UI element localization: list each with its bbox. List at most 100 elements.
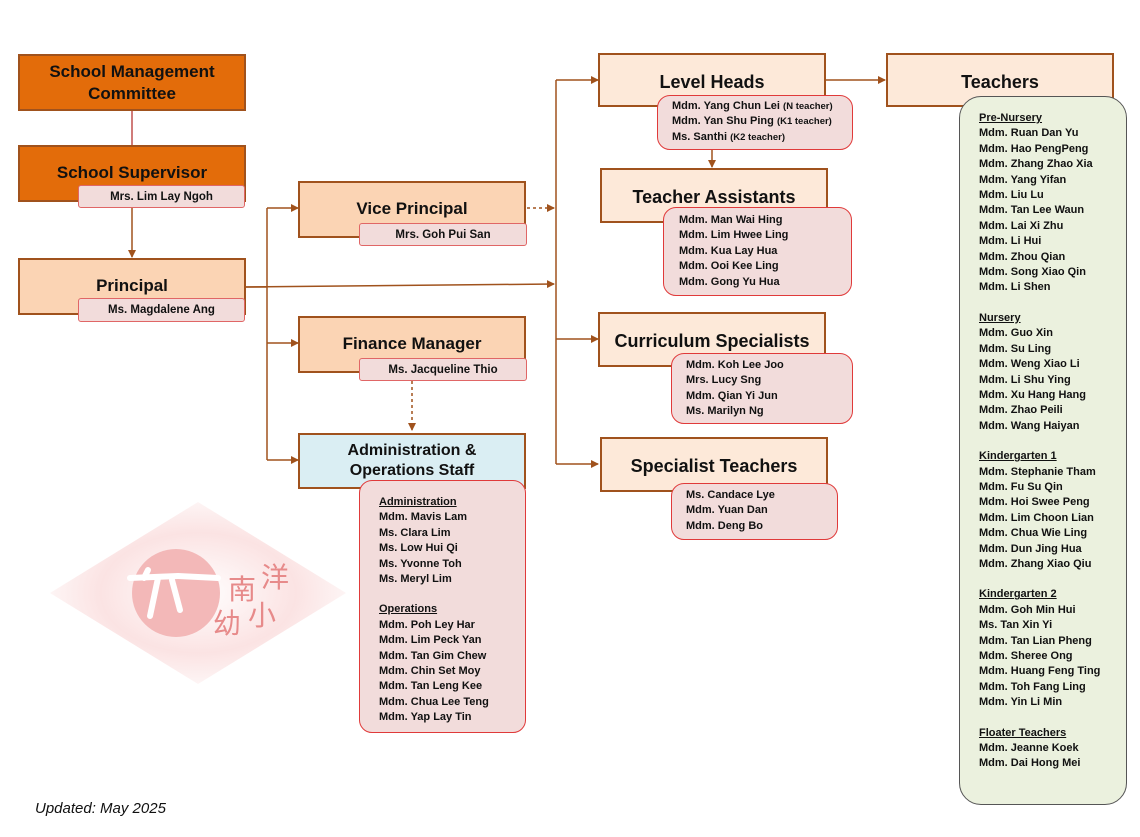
admin-member: Mdm. Mavis Lam <box>379 511 468 524</box>
teacher-member: Mdm. Dai Hong Mei <box>979 757 1081 770</box>
group-header-kindergarten-2: Kindergarten 2 <box>979 588 1057 601</box>
admin-ops-list: Administration Mdm. Mavis Lam Ms. Clara … <box>359 480 526 733</box>
teacher-member: Mdm. Zhou Qian <box>979 250 1066 263</box>
teacher-member: Mdm. Wang Haiyan <box>979 419 1080 432</box>
supervisor-title: School Supervisor <box>56 163 208 182</box>
group-header-kindergarten-1: Kindergarten 1 <box>979 450 1057 463</box>
admin-header: Administration <box>379 496 457 508</box>
teacher-member: Mdm. Zhang Zhao Xia <box>979 158 1093 171</box>
teacher-member: Mdm. Lai Xi Zhu <box>979 219 1064 232</box>
logo-shape <box>50 502 346 684</box>
teachers-list: Pre-Nursery Mdm. Ruan Dan Yu Mdm. Hao Pe… <box>959 96 1127 805</box>
assistant-member: Mdm. Lim Hwee Ling <box>679 229 789 242</box>
admin-ops-box: Administration & Operations Staff <box>298 433 526 489</box>
teacher-member: Mdm. Li Hui <box>979 235 1042 248</box>
ops-member: Mdm. Chua Lee Teng <box>379 695 489 708</box>
teacher-member: Ms. Tan Xin Yi <box>979 619 1053 632</box>
teacher-member: Mdm. Song Xiao Qin <box>979 266 1086 279</box>
teacher-member: Mdm. Lim Choon Lian <box>979 511 1094 524</box>
teacher-member: Mdm. Toh Fang Ling <box>979 680 1086 693</box>
teacher-member: Mdm. Hao PengPeng <box>979 142 1089 155</box>
teacher-member: Mdm. Yin Li Min <box>979 696 1063 709</box>
ops-member: Mdm. Tan Gim Chew <box>379 649 487 662</box>
teacher-member: Mdm. Xu Hang Hang <box>979 388 1086 401</box>
vice-principal-title: Vice Principal <box>356 199 468 218</box>
teacher-member: Mdm. Chua Wie Ling <box>979 527 1088 540</box>
teacher-member: Mdm. Ruan Dan Yu <box>979 127 1079 140</box>
specialist-member: Mdm. Deng Bo <box>686 519 763 532</box>
curriculum-specialists-title: Curriculum Specialists <box>614 331 810 351</box>
admin-member: Ms. Clara Lim <box>379 526 451 539</box>
teacher-member: Mdm. Weng Xiao Li <box>979 358 1080 371</box>
teacher-member: Mdm. Zhao Peili <box>979 404 1063 417</box>
teacher-member: Mdm. Li Shen <box>979 281 1051 294</box>
teacher-member: Mdm. Goh Min Hui <box>979 603 1076 616</box>
specialist-teachers-box: Specialist Teachers <box>600 437 828 492</box>
principal-name: Ms. Magdalene Ang <box>78 298 245 322</box>
level-head-member: Mdm. Yang Chun Lei (N teacher) <box>672 100 833 112</box>
teachers-title: Teachers <box>961 72 1039 92</box>
teacher-member: Mdm. Jeanne Koek <box>979 742 1079 755</box>
teacher-member: Mdm. Huang Feng Ting <box>979 665 1101 678</box>
teacher-member: Mdm. Stephanie Tham <box>979 465 1096 478</box>
supervisor-name: Mrs. Lim Lay Ngoh <box>78 185 245 208</box>
updated-note: Updated: May 2025 <box>35 800 166 817</box>
level-head-member: Mdm. Yan Shu Ping (K1 teacher) <box>672 115 832 128</box>
teacher-member: Mdm. Yang Yifan <box>979 173 1067 186</box>
principal-title: Principal <box>96 276 168 295</box>
teacher-member: Mdm. Guo Xin <box>979 327 1053 340</box>
ops-header: Operations <box>379 603 438 616</box>
teacher-assistants-list: Mdm. Man Wai Hing Mdm. Lim Hwee Ling Mdm… <box>663 207 852 296</box>
group-header-floater: Floater Teachers <box>979 726 1067 739</box>
committee-box: School Management Committee <box>18 54 246 111</box>
teacher-member: Mdm. Dun Jing Hua <box>979 542 1082 555</box>
specialist-teachers-title: Specialist Teachers <box>630 456 798 476</box>
teacher-member: Mdm. Tan Lian Pheng <box>979 634 1092 647</box>
teacher-member: Mdm. Hoi Swee Peng <box>979 496 1090 509</box>
teacher-member: Mdm. Su Ling <box>979 342 1052 355</box>
specialist-member: Ms. Candace Lye <box>686 489 775 501</box>
ops-member: Mdm. Yap Lay Tin <box>379 711 472 724</box>
logo-char-3: 幼 <box>213 607 242 640</box>
admin-member: Ms. Low Hui Qi <box>379 542 458 555</box>
teacher-member: Mdm. Sheree Ong <box>979 650 1073 662</box>
assistant-member: Mdm. Man Wai Hing <box>679 214 783 226</box>
ops-member: Mdm. Lim Peck Yan <box>379 634 482 647</box>
teacher-member: Mdm. Tan Lee Waun <box>979 204 1085 217</box>
admin-member: Ms. Yvonne Toh <box>379 557 462 570</box>
curriculum-member: Mdm. Qian Yi Jun <box>686 389 778 402</box>
logo-char-4: 小 <box>248 599 277 632</box>
assistant-member: Mdm. Ooi Kee Ling <box>679 260 779 273</box>
assistant-member: Mdm. Gong Yu Hua <box>679 275 780 288</box>
teacher-member: Mdm. Li Shu Ying <box>979 373 1071 386</box>
logo-char-1: 南 <box>228 573 257 606</box>
school-logo: 南 洋 幼 小 <box>48 498 348 688</box>
level-heads-list: Mdm. Yang Chun Lei (N teacher) Mdm. Yan … <box>657 95 853 150</box>
finance-manager-name: Ms. Jacqueline Thio <box>359 358 527 381</box>
teacher-assistants-title: Teacher Assistants <box>632 187 796 207</box>
specialist-teachers-list: Ms. Candace Lye Mdm. Yuan Dan Mdm. Deng … <box>671 483 838 540</box>
curriculum-member: Mrs. Lucy Sng <box>686 374 762 387</box>
logo-char-2: 洋 <box>261 561 290 594</box>
ops-member: Mdm. Chin Set Moy <box>379 665 481 678</box>
admin-ops-title: Administration & Operations Staff <box>347 442 477 479</box>
ops-member: Mdm. Poh Ley Har <box>379 618 475 631</box>
admin-member: Ms. Meryl Lim <box>379 573 452 586</box>
group-header-pre-nursery: Pre-Nursery <box>979 112 1042 124</box>
finance-manager-title: Finance Manager <box>342 334 482 353</box>
curriculum-member: Ms. Marilyn Ng <box>686 405 764 418</box>
level-heads-title: Level Heads <box>659 72 765 92</box>
curriculum-member: Mdm. Koh Lee Joo <box>686 359 784 371</box>
level-head-member: Ms. Santhi (K2 teacher) <box>672 130 785 143</box>
teacher-member: Mdm. Liu Lu <box>979 189 1044 202</box>
assistant-member: Mdm. Kua Lay Hua <box>679 244 778 257</box>
teacher-member: Mdm. Fu Su Qin <box>979 480 1063 493</box>
committee-title: School Management Committee <box>49 61 215 103</box>
teacher-member: Mdm. Zhang Xiao Qiu <box>979 557 1092 570</box>
vice-principal-name: Mrs. Goh Pui San <box>359 223 527 246</box>
specialist-member: Mdm. Yuan Dan <box>686 504 768 517</box>
ops-member: Mdm. Tan Leng Kee <box>379 680 483 693</box>
curriculum-specialists-list: Mdm. Koh Lee Joo Mrs. Lucy Sng Mdm. Qian… <box>671 353 853 424</box>
group-header-nursery: Nursery <box>979 311 1021 324</box>
